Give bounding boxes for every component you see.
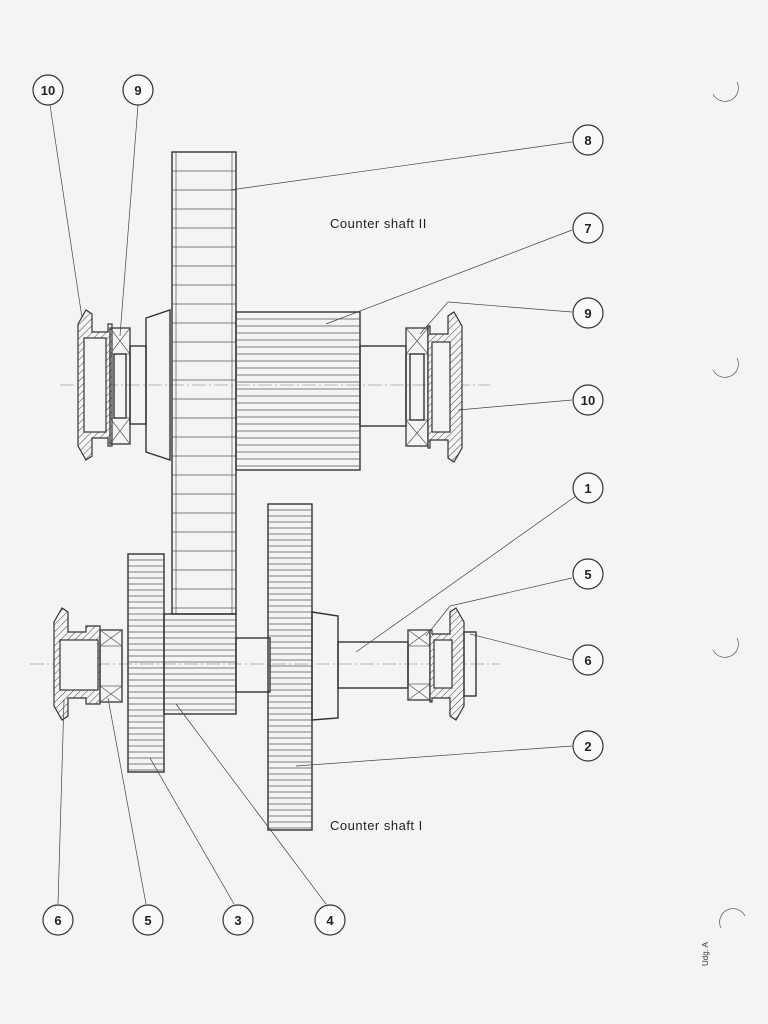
- callout-4: 4: [314, 904, 346, 936]
- callout-number: 5: [144, 913, 151, 928]
- right-housing-cover-lower: [429, 607, 477, 721]
- callout-number: 4: [326, 913, 334, 928]
- callout-number: 9: [134, 83, 141, 98]
- leader-lines: [49, 104, 577, 905]
- callout-number: 7: [584, 221, 591, 236]
- callout-5-right: 5: [572, 558, 604, 590]
- callout-number: 1: [584, 481, 591, 496]
- sheet-reference: Udg. A: [701, 941, 710, 966]
- callout-2: 2: [572, 730, 604, 762]
- callout-number: 6: [54, 913, 61, 928]
- gear-3: [127, 553, 165, 773]
- callout-number: 3: [234, 913, 241, 928]
- counter-shaft-2-assembly: [60, 151, 490, 615]
- callout-number: 8: [584, 133, 591, 148]
- left-housing-cover-lower: [53, 607, 101, 721]
- callout-1: 1: [572, 472, 604, 504]
- right-bearing-upper: [405, 327, 429, 447]
- gear-2: [267, 503, 313, 831]
- callout-6-bottom: 6: [42, 904, 74, 936]
- callout-10-right: 10: [572, 384, 604, 416]
- callout-number: 6: [584, 653, 591, 668]
- right-housing-cover-upper: [427, 311, 463, 463]
- callout-number: 5: [584, 567, 591, 582]
- left-bearing-lower: [99, 629, 123, 703]
- callout-3: 3: [222, 904, 254, 936]
- left-bearing-upper: [109, 327, 131, 445]
- callout-8: 8: [572, 124, 604, 156]
- counter-shaft-1-assembly: [30, 503, 500, 831]
- gear-8: [171, 151, 237, 615]
- callout-number: 9: [584, 306, 591, 321]
- callout-6-right: 6: [572, 644, 604, 676]
- callout-9-right: 9: [572, 297, 604, 329]
- gear-7: [235, 311, 361, 471]
- callout-number: 10: [581, 393, 595, 408]
- right-bearing-lower: [407, 629, 431, 701]
- callout-7: 7: [572, 212, 604, 244]
- callout-9-top-left: 9: [122, 74, 154, 106]
- counter-shaft-2-label: Counter shaft II: [330, 216, 427, 231]
- callout-number: 2: [584, 739, 591, 754]
- callout-number: 10: [41, 83, 55, 98]
- left-housing-cover-upper: [77, 309, 113, 461]
- binder-holes: [712, 81, 746, 929]
- callout-5-bottom: 5: [132, 904, 164, 936]
- callout-10-top-left: 10: [32, 74, 64, 106]
- counter-shaft-1-label: Counter shaft I: [330, 818, 423, 833]
